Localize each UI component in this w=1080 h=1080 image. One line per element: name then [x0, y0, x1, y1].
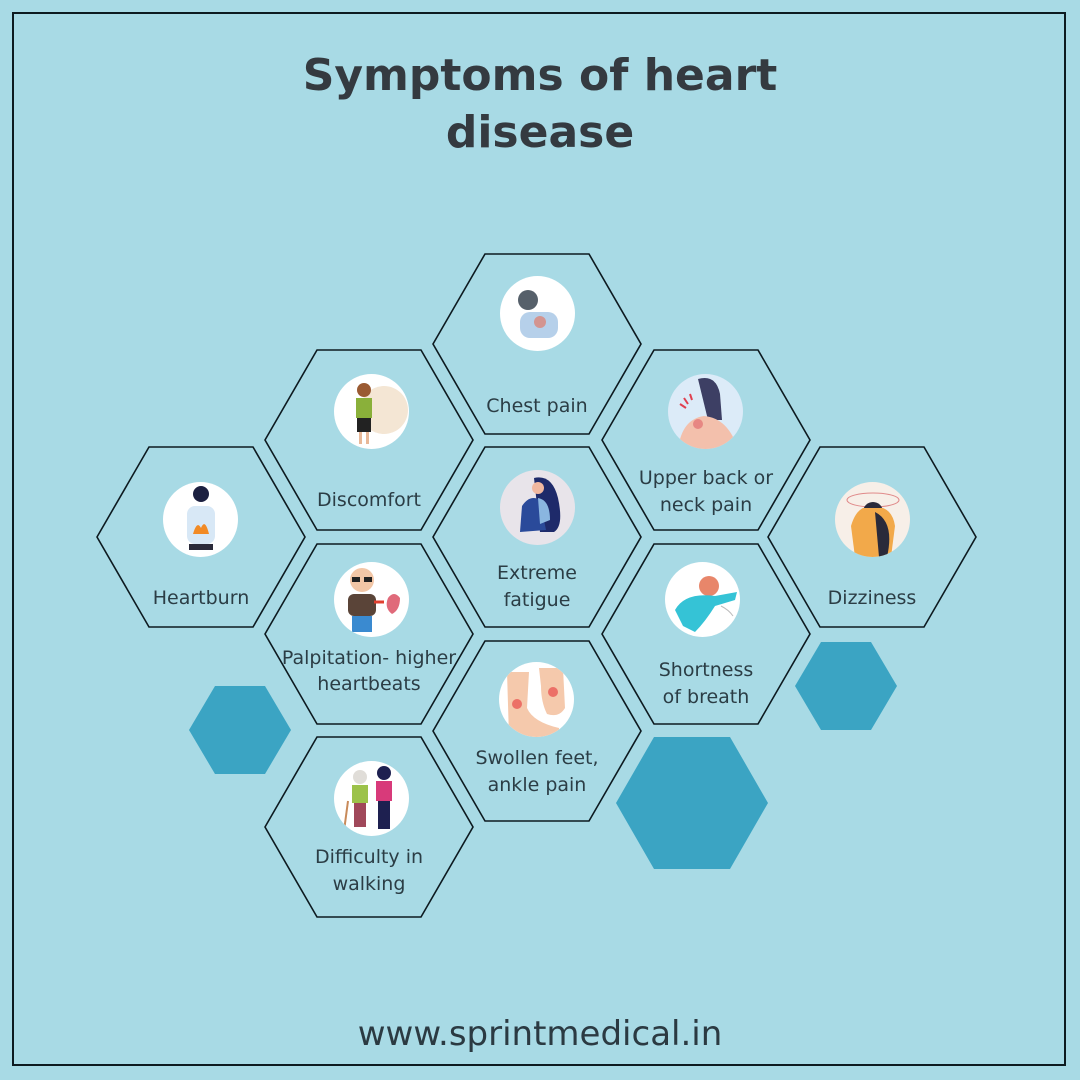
swollen-feet-icon: [499, 662, 574, 737]
back-neck-pain-icon: [668, 374, 743, 449]
symptom-label: Shortness: [658, 659, 754, 681]
decorative-hex-left: [189, 686, 291, 774]
symptom-label: Difficulty in: [314, 846, 424, 868]
symptom-swollen-feet: Swollen feet, ankle pain: [433, 640, 641, 822]
decorative-hex-right: [795, 642, 897, 730]
symptom-label: heartbeats: [317, 673, 421, 695]
symptom-label: neck pain: [659, 494, 753, 516]
fatigue-icon: [500, 470, 575, 545]
symptom-dizziness: Dizziness: [768, 446, 976, 628]
chest-pain-icon: [500, 276, 575, 351]
difficulty-walking-icon: [334, 761, 409, 836]
symptom-label: Swollen feet,: [475, 747, 599, 769]
symptom-label: fatigue: [503, 589, 571, 611]
symptom-label: Palpitation- higher: [281, 647, 457, 669]
symptom-label: Heartburn: [152, 587, 250, 609]
symptom-discomfort: Discomfort: [265, 349, 473, 531]
symptom-label: of breath: [662, 686, 750, 708]
symptom-label: Dizziness: [827, 587, 917, 609]
symptom-difficulty-walking: Difficulty in walking: [265, 736, 473, 918]
discomfort-icon: [334, 374, 409, 449]
symptom-label: Chest pain: [486, 395, 588, 417]
symptom-shortness-of-breath: Shortness of breath: [602, 543, 810, 725]
symptom-label: Discomfort: [317, 489, 421, 511]
symptom-chest-pain: Chest pain: [433, 253, 641, 435]
palpitation-icon: [334, 562, 409, 637]
shortness-of-breath-icon: [665, 562, 740, 637]
symptom-palpitation: Palpitation- higher heartbeats: [265, 543, 473, 725]
symptom-upper-back-neck-pain: Upper back or neck pain: [602, 349, 810, 531]
symptom-extreme-fatigue: Extreme fatigue: [433, 446, 641, 628]
border-frame: [12, 12, 1066, 1066]
symptom-label: Upper back or: [638, 467, 774, 489]
website-url: www.sprintmedical.in: [357, 1014, 723, 1054]
symptom-label: walking: [332, 873, 406, 895]
decorative-hex-bottom: [616, 737, 768, 869]
heartburn-icon: [163, 482, 238, 557]
symptom-heartburn: Heartburn: [97, 446, 305, 628]
dizziness-icon: [835, 482, 910, 557]
symptom-label: ankle pain: [487, 774, 587, 796]
page-title-line1: Symptoms of heart: [302, 50, 778, 101]
page-title-line2: disease: [445, 107, 635, 158]
symptom-label: Extreme: [497, 562, 577, 584]
